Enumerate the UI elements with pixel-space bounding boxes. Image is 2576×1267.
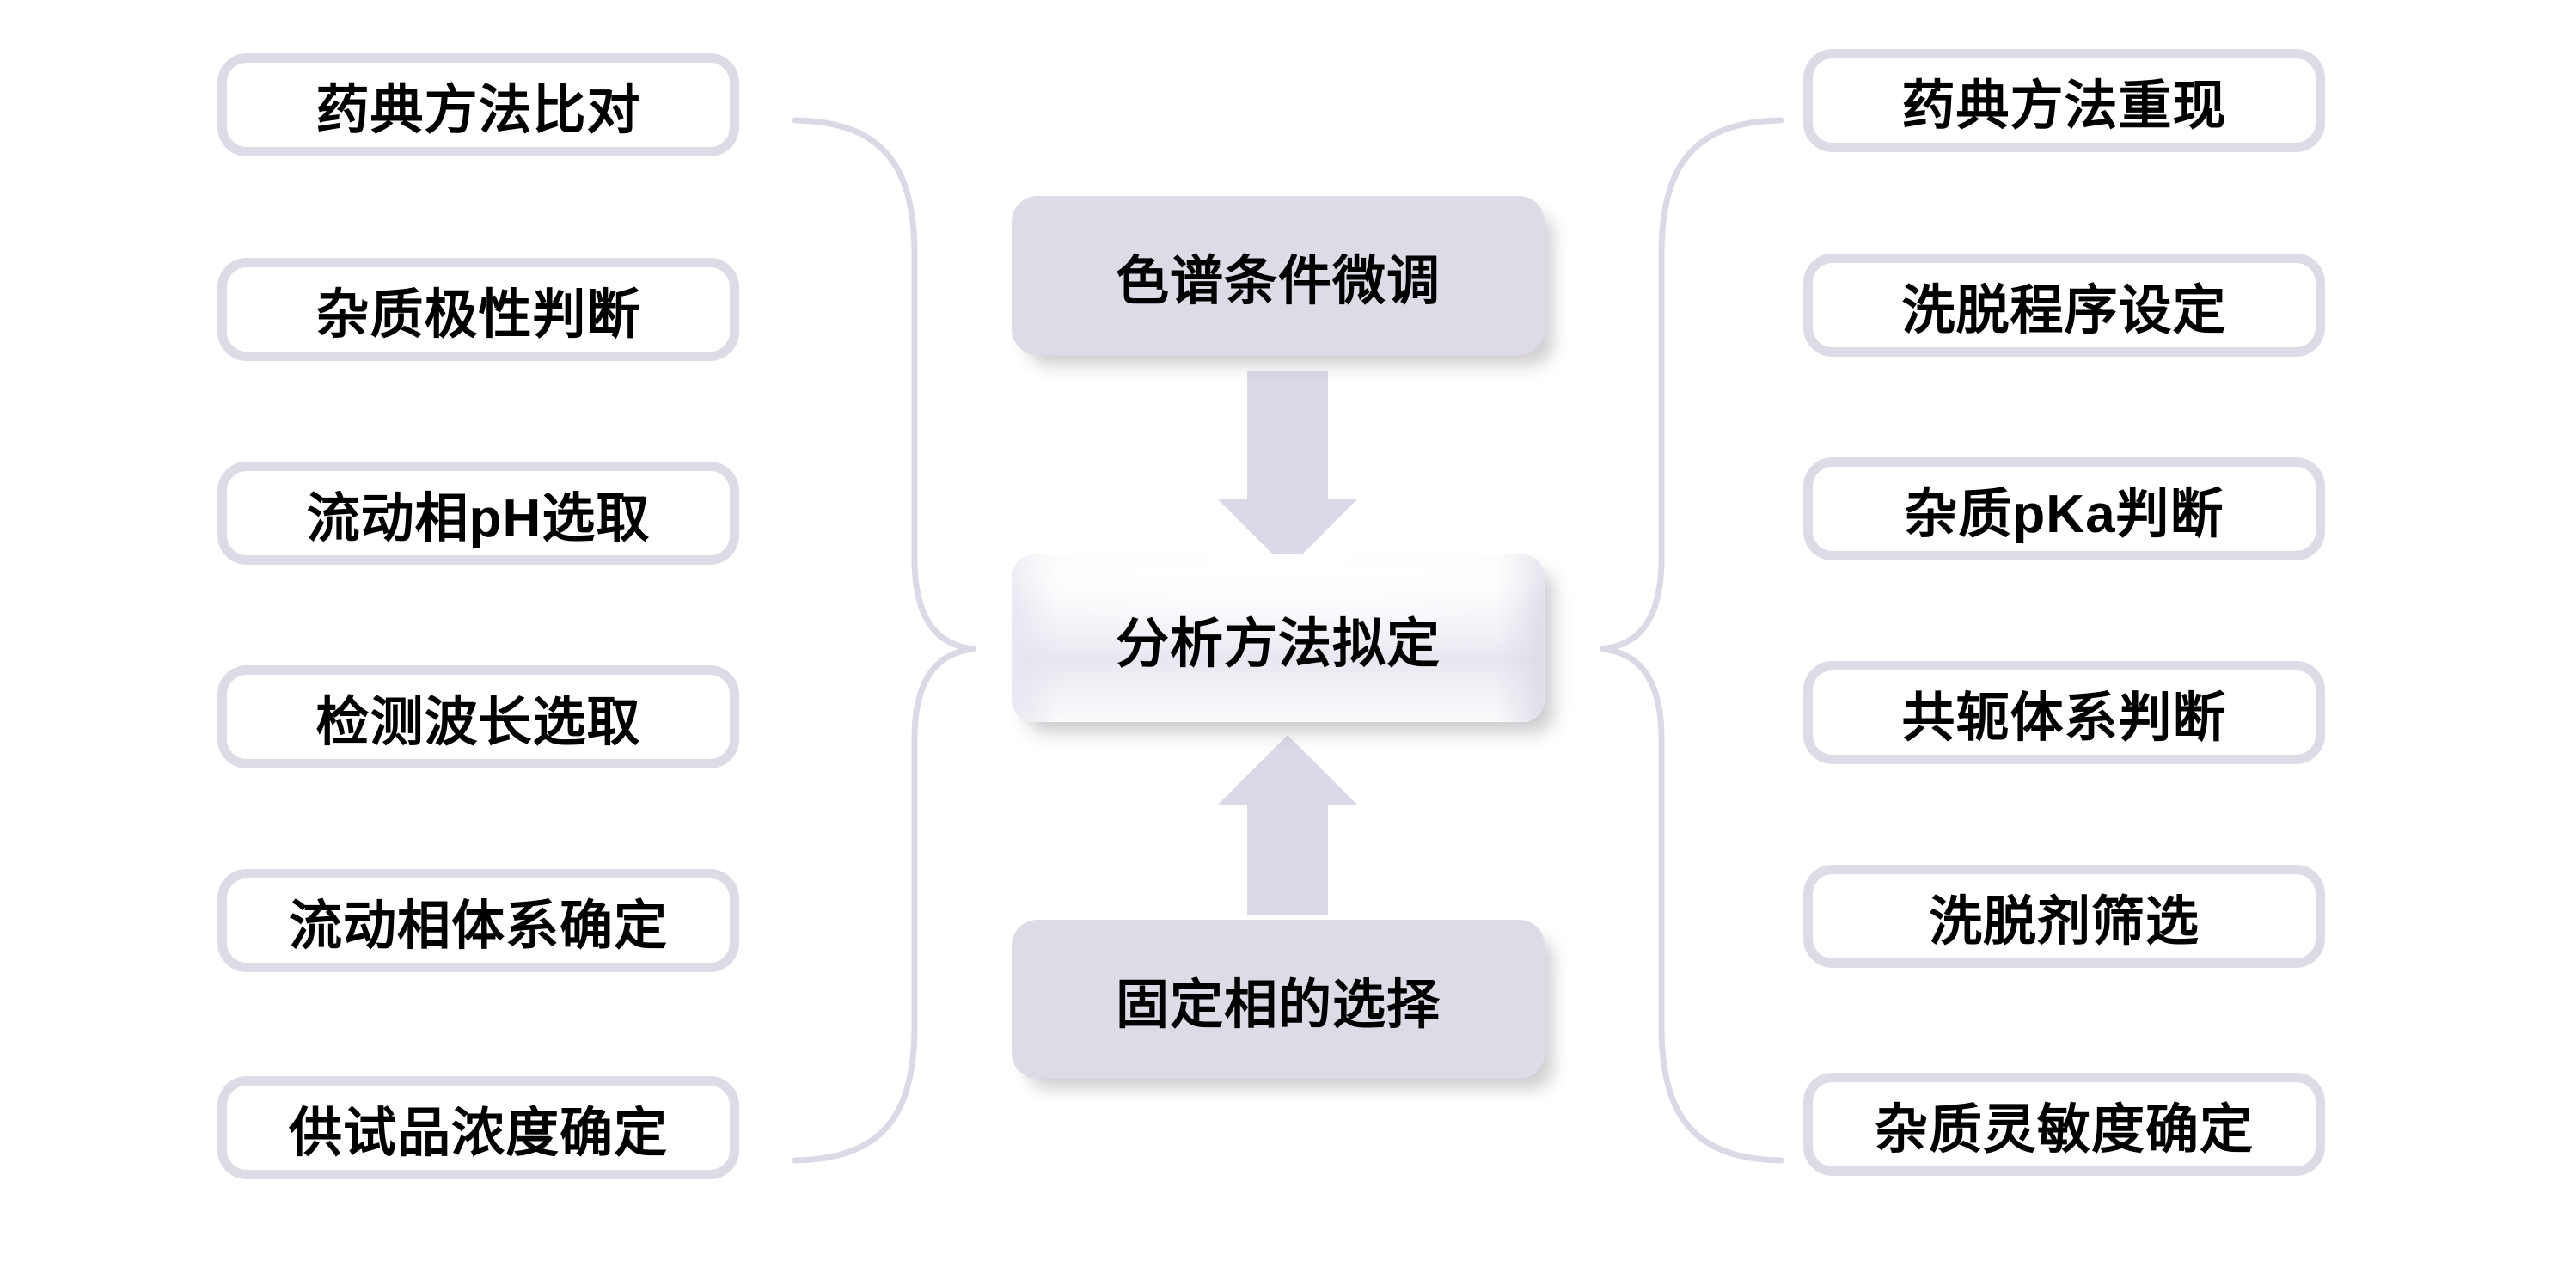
right-item-1[interactable]: 洗脱程序设定 <box>1803 254 2325 357</box>
right-item-5[interactable]: 杂质灵敏度确定 <box>1803 1073 2325 1176</box>
right-item-5-label: 杂质灵敏度确定 <box>1874 1100 2254 1160</box>
center-node-top-label: 色谱条件微调 <box>1115 251 1441 311</box>
left-item-4[interactable]: 流动相体系确定 <box>217 869 739 972</box>
left-item-4-label: 流动相体系确定 <box>288 897 668 956</box>
left-item-0[interactable]: 药典方法比对 <box>217 53 739 156</box>
center-node-bottom[interactable]: 固定相的选择 <box>1012 920 1545 1079</box>
left-item-3-label: 检测波长选取 <box>315 693 641 752</box>
right-item-3-label: 共轭体系判断 <box>1901 689 2227 748</box>
left-item-5[interactable]: 供试品浓度确定 <box>217 1076 739 1179</box>
center-node-middle[interactable]: 分析方法拟定 <box>1012 554 1545 722</box>
right-item-2-label: 杂质pKa判断 <box>1904 485 2224 544</box>
left-item-5-label: 供试品浓度确定 <box>288 1104 668 1163</box>
right-item-2[interactable]: 杂质pKa判断 <box>1803 457 2325 560</box>
center-node-bottom-label: 固定相的选择 <box>1115 975 1441 1035</box>
center-node-top[interactable]: 色谱条件微调 <box>1012 196 1545 355</box>
center-node-middle-label: 分析方法拟定 <box>1115 614 1441 674</box>
right-curly-brace-icon <box>1600 117 1784 1164</box>
right-item-3[interactable]: 共轭体系判断 <box>1803 661 2325 764</box>
left-item-1-label: 杂质极性判断 <box>315 285 641 345</box>
left-item-3[interactable]: 检测波长选取 <box>217 665 739 768</box>
left-item-0-label: 药典方法比对 <box>315 81 641 140</box>
right-item-4-label: 洗脱剂筛选 <box>1928 892 2200 952</box>
left-curly-brace-icon <box>792 117 976 1164</box>
left-item-2-label: 流动相pH选取 <box>306 489 651 548</box>
right-item-1-label: 洗脱程序设定 <box>1901 281 2227 340</box>
right-item-4[interactable]: 洗脱剂筛选 <box>1803 865 2325 968</box>
right-item-0-label: 药典方法重现 <box>1901 77 2227 136</box>
right-item-0[interactable]: 药典方法重现 <box>1803 49 2325 152</box>
arrow-down-icon <box>1217 371 1358 569</box>
arrow-up-icon <box>1217 735 1358 915</box>
left-item-1[interactable]: 杂质极性判断 <box>217 258 739 361</box>
left-item-2[interactable]: 流动相pH选取 <box>217 462 739 565</box>
